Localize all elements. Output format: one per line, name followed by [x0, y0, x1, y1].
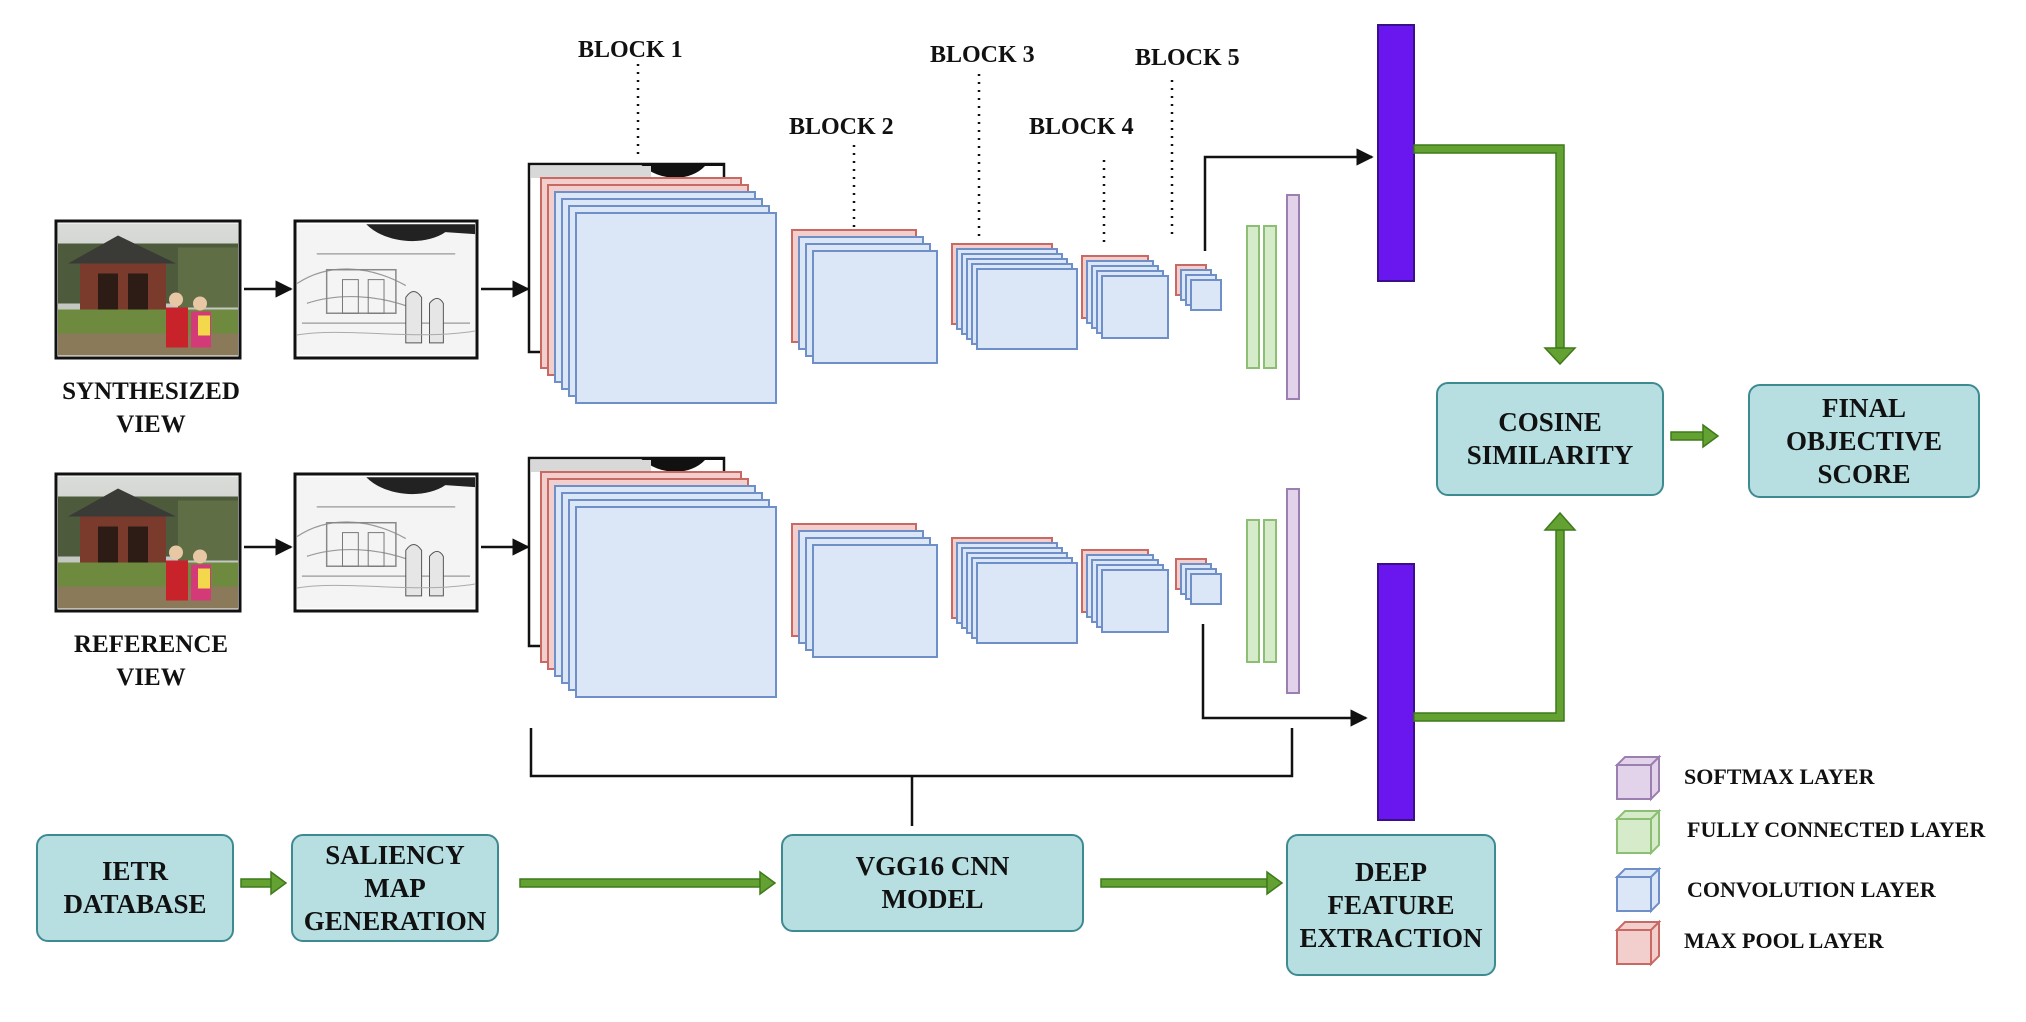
vgg16-cnn-model-box: VGG16 CNN MODEL [781, 834, 1084, 932]
bottom-feature-vector-bar [1377, 563, 1415, 821]
bottom-block-4-conv-layer [1101, 569, 1169, 633]
final-objective-score-box: FINAL OBJECTIVE SCORE [1748, 384, 1980, 498]
top-fully-connected-layer [1263, 225, 1277, 369]
bottom-block-2-conv-layer [812, 544, 938, 658]
block-4-label: BLOCK 4 [1029, 114, 1134, 140]
deep-feature-extraction-box: DEEP FEATURE EXTRACTION [1286, 834, 1496, 976]
legend-swatch-fully-connected-layer [1614, 808, 1662, 856]
legend-convolution-label: CONVOLUTION LAYER [1687, 877, 1936, 902]
legend-fully-connected-label: FULLY CONNECTED LAYER [1687, 817, 1986, 842]
bottom-block-5-conv-layer [1190, 573, 1222, 605]
top-block-1-conv-layer [575, 212, 777, 404]
synthesized-view-label: SYNTHESIZED VIEW [62, 378, 240, 438]
ietr-database-box: IETR DATABASE [36, 834, 234, 942]
arrow-cosine-to-score [1670, 423, 1720, 449]
synthesized-saliency-map [293, 219, 479, 360]
arrow-bottom-feature-to-cosine [1413, 511, 1577, 722]
legend-swatches [1614, 754, 1662, 967]
cnn-bracket [529, 728, 1294, 778]
block-leaders [636, 64, 1174, 246]
green-arrows [240, 144, 1720, 896]
top-block-3-conv-layer [976, 268, 1078, 350]
legend-max-pool-label: MAX POOL LAYER [1684, 928, 1884, 953]
cnn-layer-stacks [540, 177, 1300, 698]
bottom-block-3-conv-layer [976, 562, 1078, 644]
legend-swatch-max-pool-layer [1614, 919, 1662, 967]
reference-view-label: REFERENCE VIEW [73, 631, 229, 691]
arrow-saliency-to-model [519, 870, 777, 896]
bottom-feature-connector [1201, 624, 1368, 727]
synthesized-view-image [54, 219, 242, 360]
block-2-label: BLOCK 2 [789, 114, 894, 140]
bottom-fully-connected-layer [1246, 519, 1260, 663]
arrow-top-feature-to-cosine [1413, 144, 1577, 366]
block-5-label: BLOCK 5 [1135, 45, 1240, 71]
legend-swatch-softmax-layer [1614, 754, 1662, 802]
reference-saliency-map [293, 472, 479, 613]
saliency-map-generation-box: SALIENCY MAP GENERATION [291, 834, 499, 942]
arrow-database-to-saliency [240, 870, 288, 896]
reference-view-image [54, 472, 242, 613]
top-feature-vector-bar [1377, 24, 1415, 282]
legend-softmax-label: SOFTMAX LAYER [1684, 764, 1875, 789]
legend-swatch-convolution-layer [1614, 866, 1662, 914]
bottom-softmax-layer [1286, 488, 1300, 694]
arrow-model-to-extraction [1100, 870, 1284, 896]
bottom-fully-connected-layer [1263, 519, 1277, 663]
top-block-4-conv-layer [1101, 275, 1169, 339]
top-block-5-conv-layer [1190, 279, 1222, 311]
top-softmax-layer [1286, 194, 1300, 400]
block-1-label: BLOCK 1 [578, 37, 683, 63]
block-3-label: BLOCK 3 [930, 42, 1035, 68]
top-feature-connector [1203, 148, 1374, 251]
top-fully-connected-layer [1246, 225, 1260, 369]
cosine-similarity-box: COSINE SIMILARITY [1436, 382, 1664, 496]
bottom-block-1-conv-layer [575, 506, 777, 698]
top-block-2-conv-layer [812, 250, 938, 364]
